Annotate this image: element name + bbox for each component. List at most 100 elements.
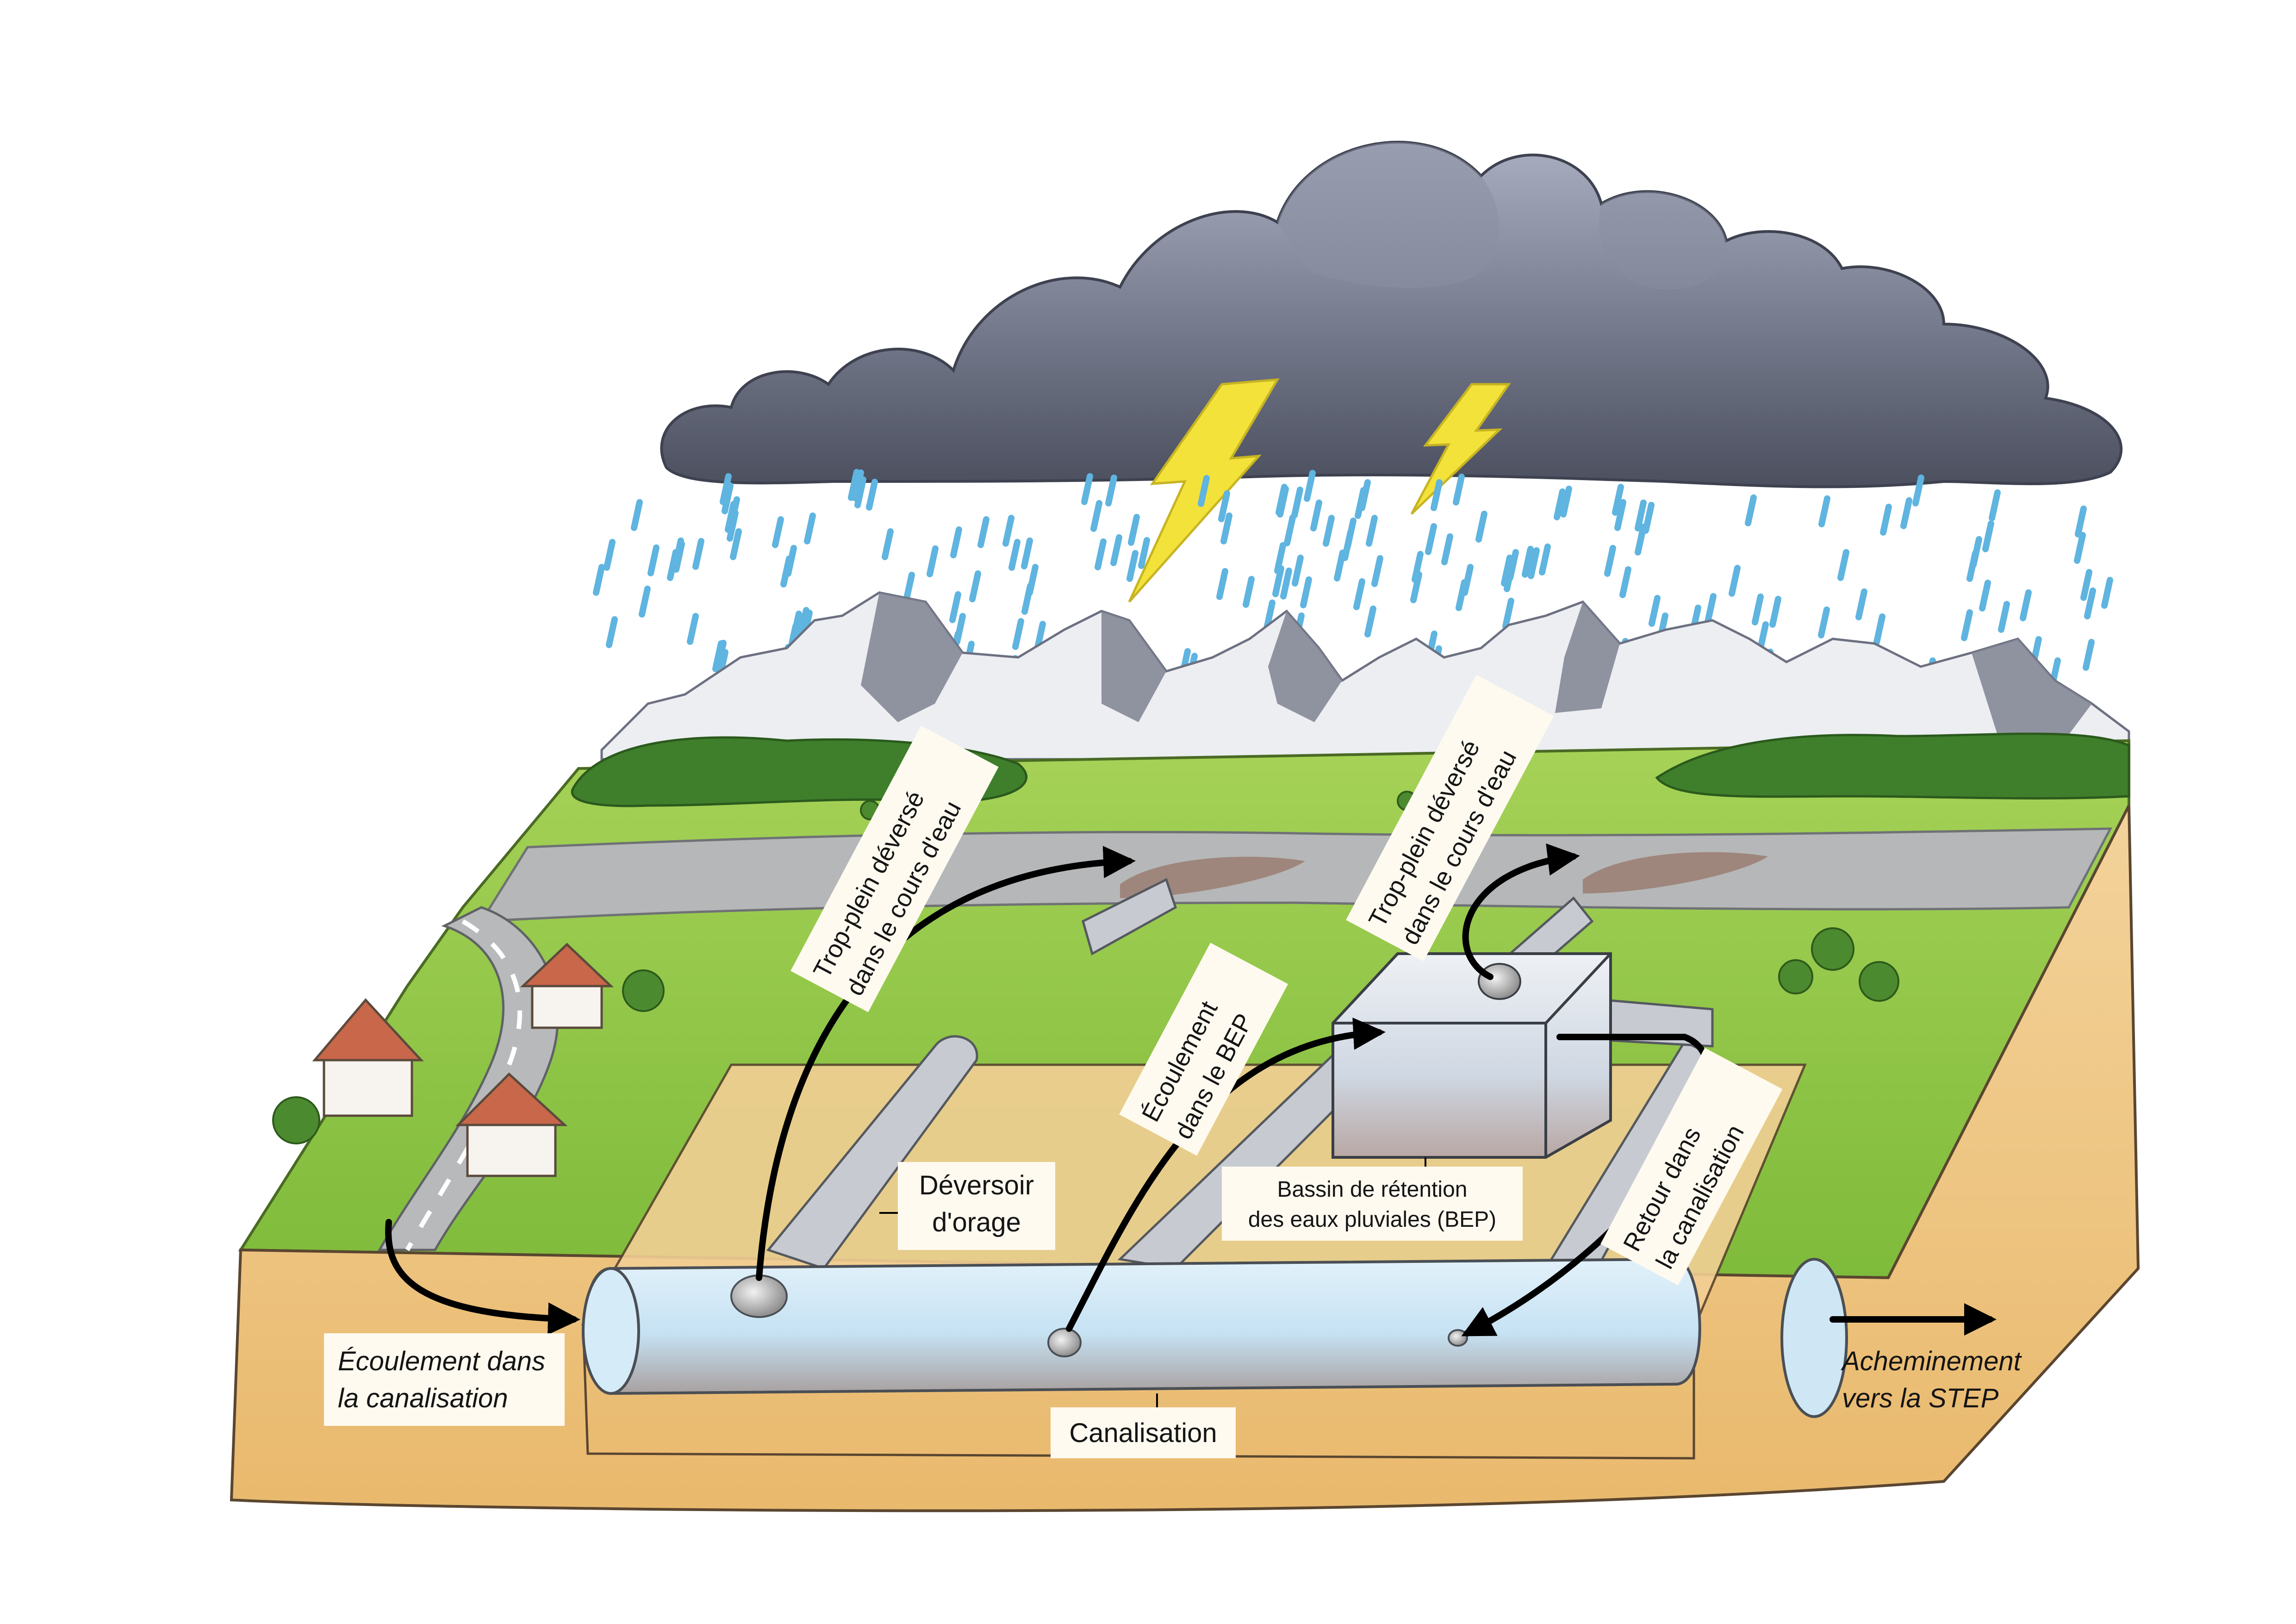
raindrop — [1441, 533, 1453, 565]
raindrop — [1110, 534, 1122, 566]
raindrop — [1752, 593, 1764, 625]
svg-text:Acheminement: Acheminement — [1841, 1346, 2022, 1376]
raindrop — [949, 591, 961, 623]
raindrop — [1453, 474, 1465, 506]
label-bassin: Bassin de rétention des eaux pluviales (… — [1222, 1157, 1523, 1241]
raindrop — [606, 616, 618, 648]
raindrop — [1475, 511, 1487, 543]
raindrop — [2075, 506, 2087, 537]
raindrop — [1912, 475, 1924, 506]
raindrop — [1604, 545, 1616, 577]
raindrop — [1220, 512, 1232, 544]
raindrop — [1284, 514, 1296, 546]
raindrop — [1970, 536, 1982, 568]
arrow-overflow-right — [1462, 843, 1580, 980]
raindrop — [1243, 576, 1255, 608]
raindrop — [1539, 543, 1551, 575]
raindrop — [722, 482, 734, 514]
label-canalisation: Canalisation — [1051, 1393, 1236, 1458]
pipe-hole — [730, 1274, 788, 1318]
raindrop — [772, 516, 784, 548]
raindrop — [1291, 487, 1303, 518]
raindrop — [1095, 538, 1107, 570]
raindrop — [1729, 565, 1741, 597]
raindrop — [1323, 515, 1335, 547]
raindrop — [1334, 550, 1346, 581]
label-acheminement: Acheminement vers la STEP — [1841, 1346, 2022, 1413]
raindrop — [692, 538, 704, 570]
raindrop — [1342, 529, 1354, 561]
raindrop — [1998, 601, 2010, 633]
raindrop — [1635, 500, 1647, 531]
raindrop — [1818, 495, 1830, 527]
raindrop — [1300, 576, 1312, 608]
raindrop — [797, 607, 809, 639]
raindrop — [1012, 618, 1024, 650]
raindrop — [1961, 609, 1973, 641]
raindrop — [1619, 566, 1631, 598]
raindrop — [866, 479, 878, 511]
raindrop — [1274, 542, 1286, 574]
raindrop — [954, 613, 966, 645]
raindrop — [1501, 555, 1513, 587]
raindrop — [1366, 515, 1378, 547]
svg-text:vers la STEP: vers la STEP — [1842, 1383, 1999, 1413]
svg-text:la canalisation: la canalisation — [338, 1383, 508, 1413]
raindrop — [1105, 475, 1117, 506]
raindrop — [730, 528, 742, 560]
raindrop — [1277, 486, 1289, 518]
raindrop — [1021, 583, 1033, 615]
pipe-hole — [1478, 963, 1521, 1000]
raindrop — [720, 473, 732, 505]
raindrop — [969, 570, 981, 602]
svg-text:Canalisation: Canalisation — [1069, 1418, 1217, 1448]
raindrop — [1138, 537, 1150, 569]
raindrop — [1456, 579, 1468, 611]
raindrop — [1769, 596, 1781, 628]
raindrop — [1900, 497, 1912, 529]
raindrop — [1649, 595, 1661, 627]
raindrop — [1502, 598, 1514, 630]
raindrop — [1008, 539, 1020, 571]
label-deversoir: Déversoir d'orage — [879, 1162, 1055, 1250]
raindrop — [1126, 550, 1139, 582]
raindrop — [1635, 524, 1647, 556]
raindrop — [1614, 499, 1626, 531]
raindrop — [804, 512, 816, 544]
forest-right — [1655, 732, 2130, 800]
raindrop — [1643, 502, 1655, 534]
house-icon — [312, 943, 614, 1177]
pipe-outlet — [1780, 1258, 1848, 1418]
mountains — [600, 591, 2130, 761]
raindrop — [1218, 490, 1230, 522]
raindrop — [1431, 479, 1443, 511]
raindrop — [1198, 475, 1210, 507]
svg-text:des eaux pluviales (BEP): des eaux pluviales (BEP) — [1248, 1207, 1496, 1232]
arrow-inflow — [385, 1219, 580, 1335]
raindrop — [2083, 639, 2095, 671]
raindrop — [1081, 473, 1093, 505]
raindrop — [1364, 606, 1376, 637]
raindrop — [1855, 588, 1867, 620]
raindrop — [1292, 555, 1304, 587]
svg-text:Bassin de rétention: Bassin de rétention — [1277, 1177, 1468, 1202]
tree-icon — [272, 791, 1899, 1144]
raindrop — [1528, 547, 1540, 579]
raindrop — [2020, 589, 2032, 621]
raindrop — [1612, 484, 1624, 516]
raindrop — [882, 528, 894, 560]
raindrop — [903, 572, 915, 604]
raindrop — [1272, 565, 1284, 597]
raindrop — [1090, 500, 1102, 532]
raindrop — [1745, 494, 1757, 526]
raindrop — [1979, 580, 1991, 612]
label-ecoulement-canalisation: Écoulement dans la canalisation — [324, 1333, 565, 1426]
raindrop — [647, 544, 660, 576]
raindrop — [1554, 488, 1566, 520]
raindrop — [639, 586, 651, 618]
raindrop — [2101, 577, 2113, 609]
raindrop — [1425, 523, 1437, 555]
raindrop — [728, 496, 740, 528]
raindrop — [1021, 537, 1033, 569]
raindrop — [604, 539, 616, 571]
